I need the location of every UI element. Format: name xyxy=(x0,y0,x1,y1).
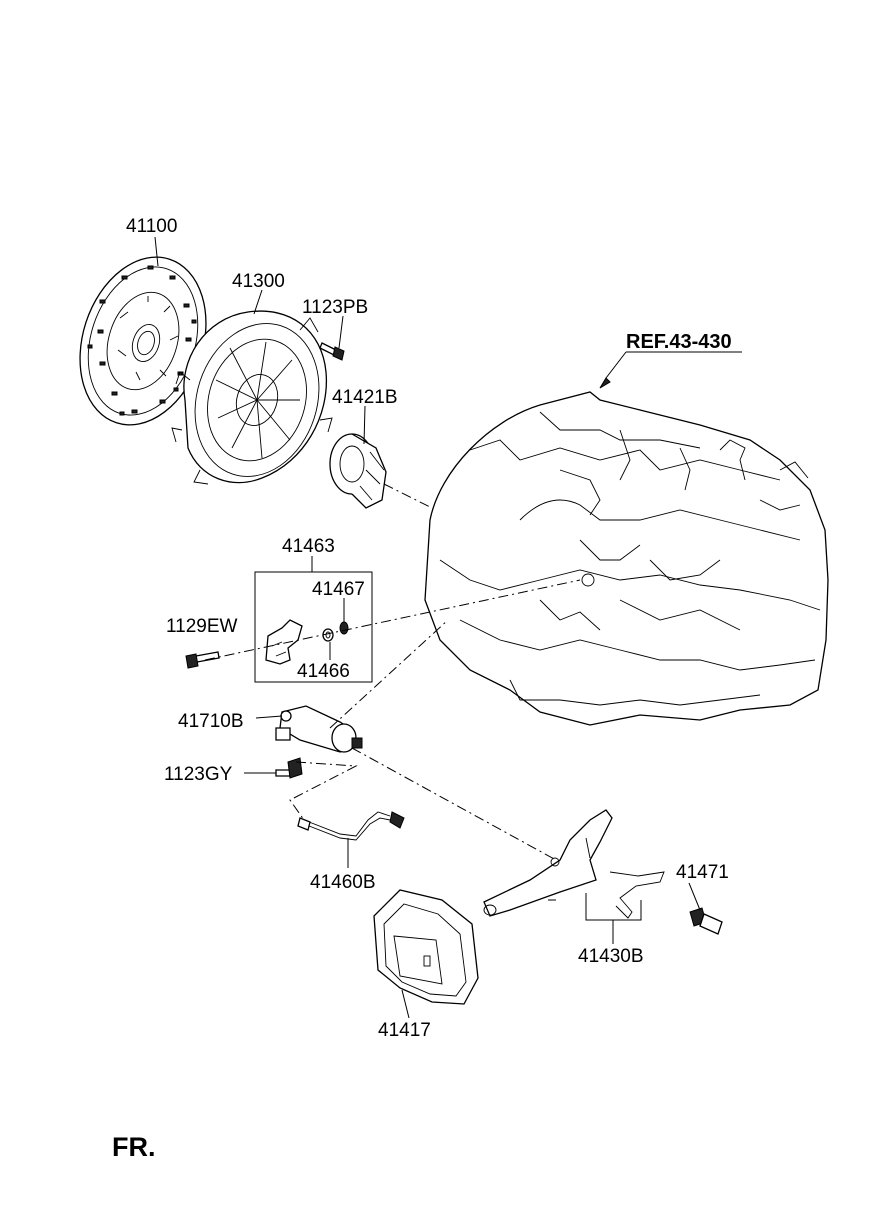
release-fork-41430b[interactable] xyxy=(483,809,665,919)
bolt-1123gy[interactable] xyxy=(275,757,303,779)
bracket-assembly-41463[interactable] xyxy=(265,619,303,665)
bolt-1123pb[interactable] xyxy=(319,342,345,361)
slave-cylinder-41710b[interactable] xyxy=(275,705,363,753)
bolt-41471[interactable] xyxy=(689,907,723,935)
label-41467: 41467 xyxy=(312,579,365,600)
label-ref-43-430: REF.43-430 xyxy=(626,331,732,353)
label-41460b: 41460B xyxy=(310,872,376,893)
label-41710b: 41710B xyxy=(178,711,244,732)
label-41300: 41300 xyxy=(232,271,285,292)
transmission-housing[interactable] xyxy=(424,391,829,726)
leader-lines xyxy=(154,236,742,1019)
label-1123gy: 1123GY xyxy=(164,764,233,785)
label-41417: 41417 xyxy=(378,1020,431,1041)
part-labels: 41100 41300 1123PB REF.43-430 41421B 414… xyxy=(112,216,732,1162)
label-41430b: 41430B xyxy=(578,946,644,967)
hose-pipe-41460b[interactable] xyxy=(297,811,405,841)
label-41463: 41463 xyxy=(282,536,335,557)
washer-41467[interactable] xyxy=(339,621,349,635)
label-41466: 41466 xyxy=(297,661,350,682)
label-41100: 41100 xyxy=(126,216,177,237)
dust-boot-41417[interactable] xyxy=(373,889,479,1005)
pressure-plate-41300[interactable] xyxy=(171,307,338,492)
bolt-1129ew[interactable] xyxy=(185,651,220,669)
label-1129ew: 1129EW xyxy=(166,616,238,637)
label-41471: 41471 xyxy=(676,862,729,883)
label-1123pb: 1123PB xyxy=(302,297,368,318)
alignment-lines xyxy=(204,483,581,861)
label-fr-direction: FR. xyxy=(112,1132,156,1162)
label-41421b: 41421B xyxy=(332,387,398,408)
release-bearing-41421b[interactable] xyxy=(329,433,387,509)
